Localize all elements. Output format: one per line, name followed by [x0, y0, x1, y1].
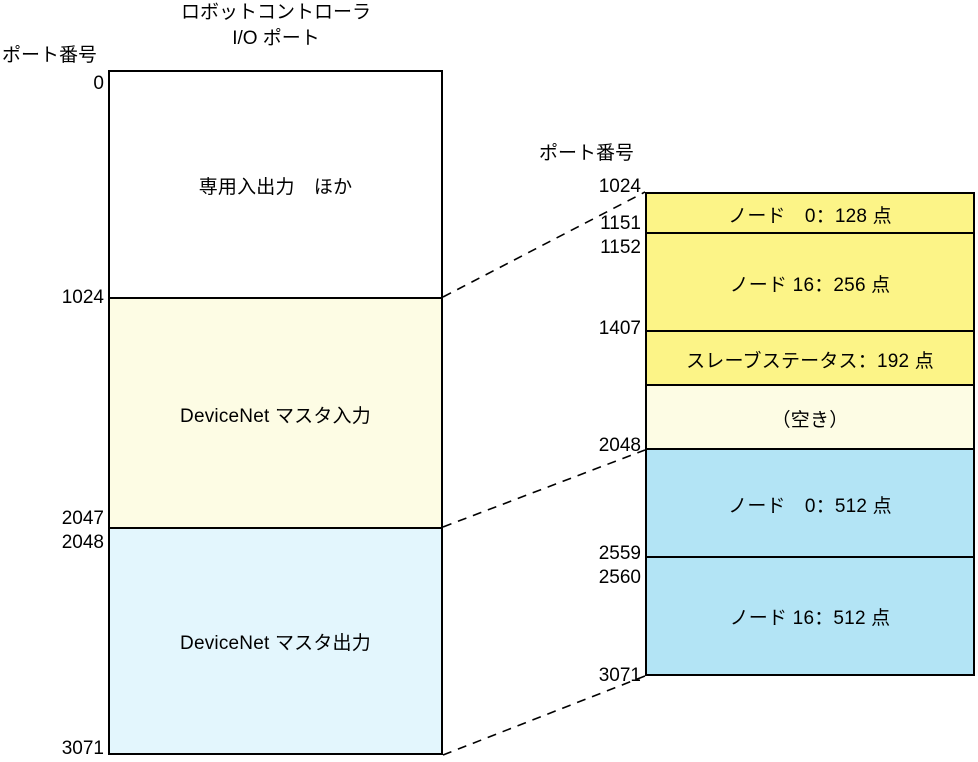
left-segment-dedicated-io: 専用入出力 ほか: [110, 72, 441, 299]
left-panel-title-line-2: I/O ポート: [232, 28, 320, 49]
right-segment-node16-256-label: ノード 16：256 点: [729, 274, 891, 296]
left-segment-master-output-label: DeviceNet マスタ出力: [180, 632, 371, 654]
right-segment-slave-status: スレーブステータス：192 点: [647, 332, 973, 386]
right-tick-1151: 1151: [600, 213, 641, 234]
right-tick-2048: 2048: [598, 435, 641, 456]
right-panel-axis-caption: ポート番号: [539, 143, 635, 164]
left-tick-2048: 2048: [61, 532, 104, 553]
right-segment-out-node0-512-label: ノード 0：512 点: [728, 495, 892, 517]
right-segment-node0-128-label: ノード 0：128 点: [728, 205, 892, 227]
right-segment-node16-256: ノード 16：256 点: [647, 234, 973, 332]
right-divider-2048: [647, 448, 973, 450]
left-segment-master-output: DeviceNet マスタ出力: [110, 529, 441, 753]
connector-line-3071: [442, 675, 646, 756]
left-tick-3071: 3071: [61, 738, 104, 759]
right-tick-1407: 1407: [598, 318, 641, 339]
right-tick-1152: 1152: [600, 237, 641, 258]
left-panel-axis-caption: ポート番号: [2, 45, 98, 66]
right-segment-out-node16-512-label: ノード 16：512 点: [729, 607, 891, 629]
right-tick-2559: 2559: [598, 543, 641, 564]
right-segment-empty-label: （空き）: [771, 409, 849, 431]
left-divider-1024: [110, 297, 441, 299]
right-tick-2560: 2560: [598, 567, 641, 588]
right-segment-slave-status-label: スレーブステータス：192 点: [686, 350, 934, 372]
left-divider-2048: [110, 527, 441, 529]
right-segment-out-node0-512: ノード 0：512 点: [647, 450, 973, 558]
right-segment-node0-128: ノード 0：128 点: [647, 194, 973, 234]
right-segment-empty: （空き）: [647, 386, 973, 450]
right-segment-out-node16-512: ノード 16：512 点: [647, 558, 973, 674]
right-tick-1024: 1024: [598, 176, 641, 197]
right-divider-1407: [647, 330, 973, 332]
right-memory-map: ノード 0：128 点 ノード 16：256 点 スレーブステータス：192 点…: [645, 192, 975, 676]
left-tick-1024: 1024: [61, 287, 104, 308]
right-tick-3071: 3071: [598, 665, 641, 686]
right-divider-2559: [647, 556, 973, 558]
left-tick-2047: 2047: [61, 508, 104, 529]
left-segment-master-input-label: DeviceNet マスタ入力: [180, 405, 371, 427]
right-divider-1600: [647, 384, 973, 386]
left-tick-0: 0: [93, 73, 104, 94]
right-divider-1151: [647, 232, 973, 234]
left-memory-map: 専用入出力 ほか DeviceNet マスタ入力 DeviceNet マスタ出力: [108, 70, 443, 755]
connector-line-2048: [442, 449, 646, 528]
left-panel-title-line-1: ロボットコントローラ: [180, 2, 371, 23]
left-segment-dedicated-io-label: 専用入出力 ほか: [198, 177, 353, 198]
left-segment-master-input: DeviceNet マスタ入力: [110, 299, 441, 529]
